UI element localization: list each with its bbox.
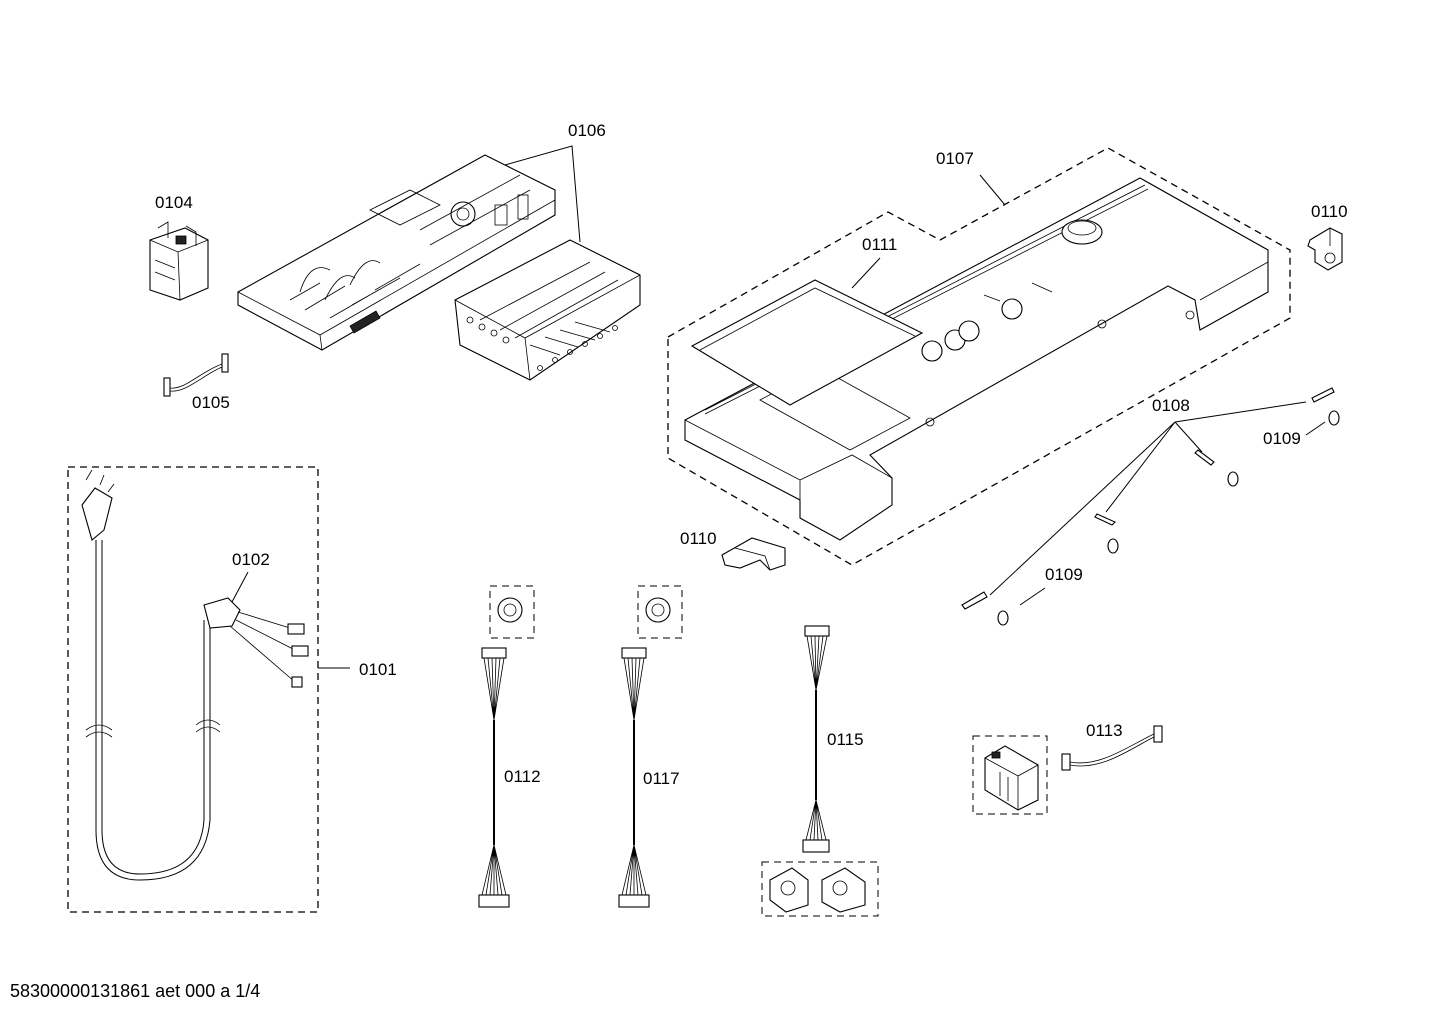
- label-0106: 0106: [568, 121, 606, 140]
- part-0110-clip-lower: [721, 537, 786, 571]
- part-0106-module: [237, 154, 556, 351]
- part-0110-clip-upper: [1307, 227, 1343, 271]
- leader-0109-lower: [1019, 587, 1046, 606]
- label-0107: 0107: [936, 149, 974, 168]
- leader-0109-upper: [1305, 421, 1326, 436]
- label-0102: 0102: [232, 550, 270, 569]
- label-0109-lower: 0109: [1045, 565, 1083, 584]
- part-0107-panel: [684, 177, 1269, 541]
- label-0117: 0117: [643, 769, 680, 788]
- leader-0102: [231, 571, 249, 603]
- label-0105: 0105: [192, 393, 230, 412]
- label-0111: 0111: [862, 235, 897, 254]
- frame-0101: [67, 466, 319, 913]
- label-0109-upper: 0109: [1263, 429, 1301, 448]
- label-0104: 0104: [155, 193, 193, 212]
- part-0115-harness: [761, 625, 879, 917]
- part-0106-tray: [454, 239, 641, 381]
- leader-0108: [989, 401, 1307, 596]
- label-0113: 0113: [1086, 721, 1123, 740]
- part-0105-cable: [163, 353, 229, 397]
- frame-0107: [667, 147, 1291, 566]
- leader-0106: [504, 145, 581, 243]
- part-0113-cable: [1061, 725, 1163, 771]
- label-0108: 0108: [1152, 396, 1190, 415]
- part-0113-module: [972, 735, 1048, 815]
- part-0101-power-cord: [81, 469, 241, 881]
- leader-0111: [851, 257, 881, 289]
- part-0117-harness: [618, 585, 683, 908]
- part-0108-screws: [961, 387, 1335, 610]
- label-0110-lower: 0110: [680, 529, 717, 548]
- label-0101: 0101: [359, 660, 397, 679]
- label-0110-upper: 0110: [1311, 202, 1348, 221]
- part-0102-wire-set: [229, 611, 309, 688]
- leader-0107: [979, 174, 1006, 206]
- label-0112: 0112: [504, 767, 541, 786]
- part-0111-foil: [690, 279, 924, 406]
- part-0112-harness: [478, 585, 535, 908]
- document-id-footer: 58300000131861 aet 000 a 1/4: [10, 981, 261, 1001]
- label-0115: 0115: [827, 730, 864, 749]
- part-0109-washers: [997, 410, 1340, 626]
- part-0104-filter: [149, 221, 209, 301]
